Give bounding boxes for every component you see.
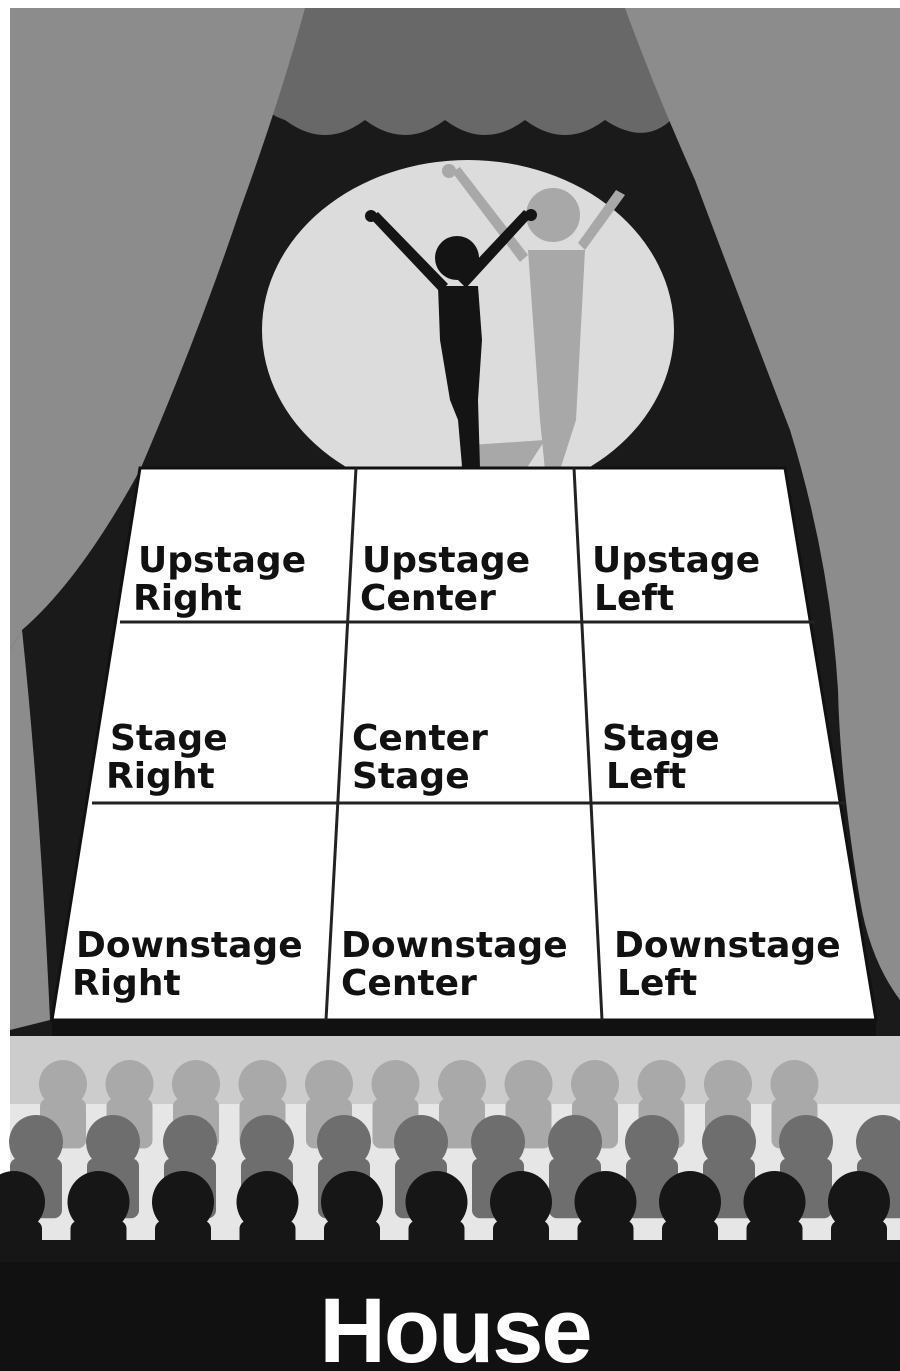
audience-back-member-head [637,1060,686,1108]
audience-back-member-head [504,1060,553,1108]
audience-middle-member-head [163,1115,217,1169]
audience-front-member-head [0,1171,45,1233]
right-curtain [625,8,900,1000]
audience-back-member-head [172,1060,220,1108]
audience-middle-member-head [9,1115,63,1169]
audience-middle-member-head [317,1115,371,1169]
audience-middle-member-head [394,1115,448,1169]
audience-middle-member-head [86,1115,140,1169]
valance [270,8,680,135]
audience-middle-member-head [779,1115,833,1169]
audience-middle-member-head [856,1115,900,1169]
audience-back-member-head [305,1060,353,1108]
house-label: House [319,1280,590,1371]
audience-back-member-head [438,1060,486,1108]
stage-floor [50,466,878,1036]
audience-back-member-head [571,1060,619,1108]
audience-back-member-head [105,1060,154,1108]
audience-front-member-head [659,1171,721,1233]
house-banner-band [0,1262,900,1371]
audience-middle-member-head [625,1115,679,1169]
audience-front-member-head [405,1171,468,1233]
audience-front-member-head [67,1171,130,1233]
audience-middle-member-head [471,1115,525,1169]
audience-middle-member-head [548,1115,602,1169]
audience-middle-member-head [702,1115,756,1169]
audience-front-member-head [152,1171,214,1233]
audience-back-member-head [704,1060,752,1108]
audience-front-member-head [321,1171,383,1233]
audience-back-member-head [770,1060,819,1108]
audience-front-member-head [236,1171,299,1233]
audience-front-member-head [490,1171,552,1233]
audience-middle-member-head [240,1115,294,1169]
audience-back-member-head [238,1060,287,1108]
audience-back-member-head [39,1060,87,1108]
audience-front-member-head [828,1171,890,1233]
audience-back-member-head [371,1060,420,1108]
audience-front-member-head [574,1171,637,1233]
stage-grid-lines [92,467,845,1021]
left-curtain [10,8,305,1030]
audience-front-member-head [743,1171,806,1233]
